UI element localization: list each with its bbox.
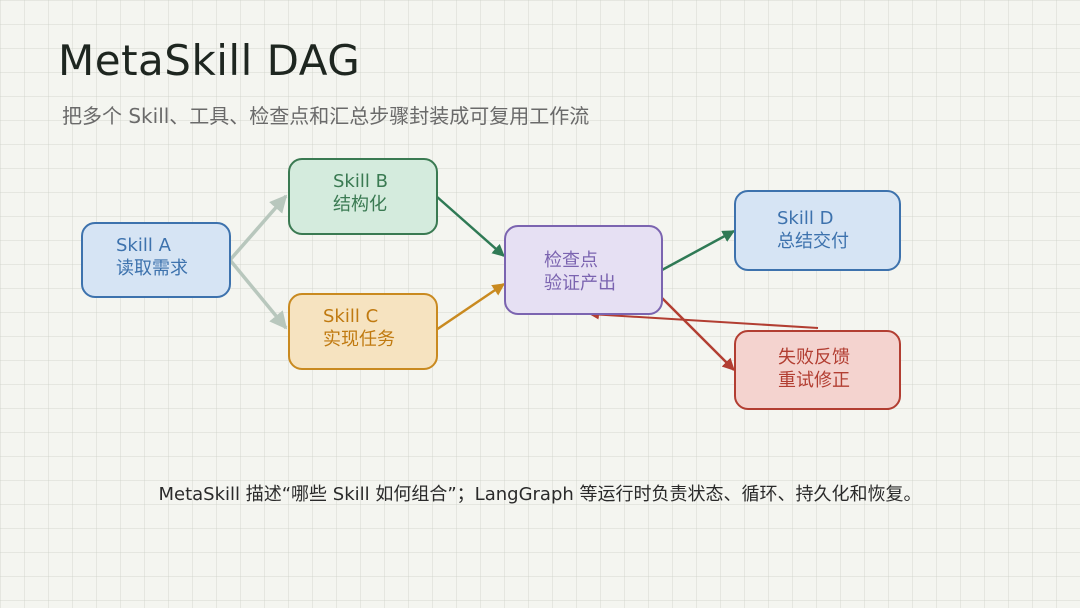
node-skill-d-desc: 总结交付	[777, 231, 849, 252]
node-skill-d-name: Skill D	[777, 208, 834, 229]
node-feedback-name: 失败反馈	[778, 347, 850, 368]
edge-b-to-checkpoint	[435, 195, 505, 257]
page-subtitle: 把多个 Skill、工具、检查点和汇总步骤封装成可复用工作流	[62, 104, 590, 128]
footer-note: MetaSkill 描述“哪些 Skill 如何组合”；LangGraph 等运…	[158, 484, 922, 505]
node-skill-c: Skill C 实现任务	[288, 293, 438, 370]
node-checkpoint-desc: 验证产出	[544, 273, 616, 294]
edge-checkpoint-to-feedback	[661, 297, 735, 371]
node-checkpoint-name: 检查点	[544, 250, 598, 271]
edge-checkpoint-to-d	[661, 229, 736, 272]
node-skill-b-desc: 结构化	[333, 194, 387, 215]
node-skill-d: Skill D 总结交付	[734, 190, 901, 271]
node-skill-b: Skill B 结构化	[288, 158, 438, 235]
edge-a-to-c	[228, 258, 288, 330]
node-checkpoint: 检查点 验证产出	[504, 225, 663, 315]
edge-c-to-checkpoint	[435, 282, 506, 332]
node-skill-a: Skill A 读取需求	[81, 222, 231, 298]
edge-feedback-to-checkpoint	[589, 309, 819, 329]
page-title: MetaSkill DAG	[58, 36, 361, 85]
node-skill-a-name: Skill A	[116, 235, 171, 256]
node-feedback-desc: 重试修正	[778, 370, 850, 391]
node-skill-a-desc: 读取需求	[116, 258, 188, 279]
node-feedback: 失败反馈 重试修正	[734, 330, 901, 410]
edge-a-to-b	[228, 194, 288, 262]
node-skill-c-desc: 实现任务	[323, 329, 395, 350]
node-skill-b-name: Skill B	[333, 171, 388, 192]
node-skill-c-name: Skill C	[323, 306, 379, 327]
